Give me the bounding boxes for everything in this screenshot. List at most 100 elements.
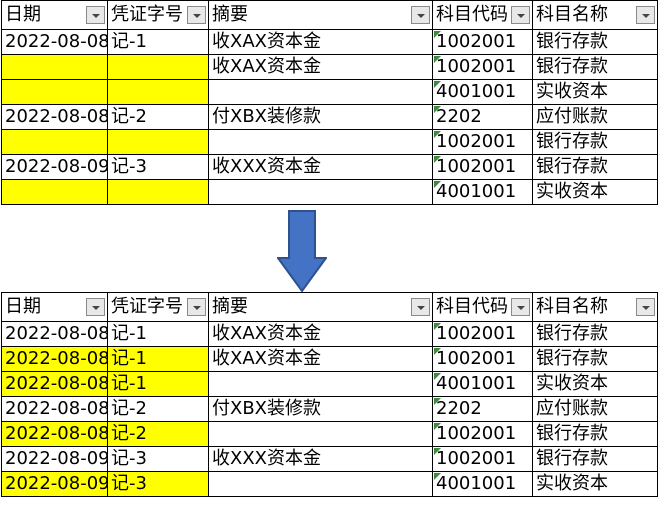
summary-cell[interactable]: 收XAX资本金 [208,346,433,372]
chevron-down-icon[interactable] [411,6,430,24]
account-code-cell[interactable]: 1002001 [432,54,533,80]
column-header-code: 科目代码 [432,0,533,30]
summary-cell[interactable]: 收XAX资本金 [208,29,433,55]
date-cell[interactable]: 2022-08-08 [1,104,108,130]
date-cell[interactable]: 2022-08-08 [1,346,108,372]
voucher-cell[interactable]: 记-2 [107,396,209,422]
chevron-down-icon[interactable] [411,298,430,316]
summary-cell[interactable] [208,471,433,497]
voucher-cell[interactable]: 记-2 [107,104,209,130]
date-cell[interactable]: 2022-08-08 [1,421,108,447]
column-header-date: 日期 [1,292,108,322]
column-header-voucher: 凭证字号 [107,0,209,30]
account-name-cell[interactable]: 银行存款 [532,29,658,55]
date-cell[interactable]: 2022-08-08 [1,396,108,422]
account-code-cell[interactable]: 1002001 [432,29,533,55]
green-triangle-icon [434,323,441,330]
voucher-cell[interactable]: 记-1 [107,371,209,397]
voucher-cell[interactable]: 记-1 [107,346,209,372]
date-cell[interactable]: 2022-08-08 [1,371,108,397]
voucher-cell[interactable]: 记-1 [107,321,209,347]
voucher-cell[interactable]: 记-3 [107,446,209,472]
summary-cell[interactable] [208,129,433,155]
summary-cell[interactable]: 收XXX资本金 [208,154,433,180]
chevron-down-icon[interactable] [86,6,105,24]
voucher-cell[interactable]: 记-3 [107,471,209,497]
column-header-name: 科目名称 [532,0,658,30]
date-cell[interactable]: 2022-08-09 [1,446,108,472]
green-triangle-icon [434,106,441,113]
chevron-down-icon[interactable] [187,298,206,316]
account-name-cell[interactable]: 银行存款 [532,129,658,155]
summary-cell[interactable]: 收XXX资本金 [208,446,433,472]
account-name-cell[interactable]: 实收资本 [532,179,658,205]
account-code-cell[interactable]: 4001001 [432,471,533,497]
account-code-cell[interactable]: 1002001 [432,154,533,180]
voucher-cell[interactable] [107,129,209,155]
account-name-cell[interactable]: 实收资本 [532,79,658,105]
column-header-summary: 摘要 [208,292,433,322]
account-code-cell[interactable]: 4001001 [432,179,533,205]
account-name-cell[interactable]: 银行存款 [532,54,658,80]
column-header-voucher: 凭证字号 [107,292,209,322]
account-code-cell[interactable]: 4001001 [432,79,533,105]
green-triangle-icon [434,181,441,188]
date-cell[interactable]: 2022-08-09 [1,154,108,180]
voucher-cell[interactable]: 记-1 [107,29,209,55]
chevron-down-icon[interactable] [86,298,105,316]
voucher-cell[interactable]: 记-3 [107,154,209,180]
account-name-cell[interactable]: 银行存款 [532,321,658,347]
green-triangle-icon [434,156,441,163]
account-code-cell[interactable]: 1002001 [432,421,533,447]
summary-cell[interactable] [208,371,433,397]
date-cell[interactable] [1,54,108,80]
chevron-down-icon[interactable] [187,6,206,24]
green-triangle-icon [434,373,441,380]
summary-cell[interactable] [208,179,433,205]
account-name-cell[interactable]: 应付账款 [532,396,658,422]
voucher-cell[interactable] [107,179,209,205]
summary-cell[interactable] [208,79,433,105]
summary-cell[interactable]: 付XBX装修款 [208,396,433,422]
summary-cell[interactable]: 付XBX装修款 [208,104,433,130]
account-code-cell[interactable]: 2202 [432,396,533,422]
account-name-cell[interactable]: 实收资本 [532,471,658,497]
date-cell[interactable] [1,129,108,155]
date-cell[interactable]: 2022-08-08 [1,321,108,347]
chevron-down-icon[interactable] [511,6,530,24]
account-name-cell[interactable]: 银行存款 [532,421,658,447]
account-code-cell[interactable]: 1002001 [432,321,533,347]
chevron-down-icon[interactable] [636,6,655,24]
account-code-cell[interactable]: 2202 [432,104,533,130]
voucher-cell[interactable]: 记-2 [107,421,209,447]
date-cell[interactable] [1,179,108,205]
date-cell[interactable]: 2022-08-08 [1,29,108,55]
chevron-down-icon[interactable] [636,298,655,316]
date-cell[interactable] [1,79,108,105]
summary-cell[interactable] [208,421,433,447]
green-triangle-icon [434,398,441,405]
summary-cell[interactable]: 收XAX资本金 [208,321,433,347]
account-name-cell[interactable]: 银行存款 [532,346,658,372]
chevron-down-icon[interactable] [511,298,530,316]
date-cell[interactable]: 2022-08-09 [1,471,108,497]
account-code-cell[interactable]: 1002001 [432,346,533,372]
account-name-cell[interactable]: 银行存款 [532,446,658,472]
account-name-cell[interactable]: 银行存款 [532,154,658,180]
account-code-cell[interactable]: 1002001 [432,446,533,472]
account-code-cell[interactable]: 1002001 [432,129,533,155]
summary-cell[interactable]: 收XAX资本金 [208,54,433,80]
account-name-cell[interactable]: 应付账款 [532,104,658,130]
account-code-cell[interactable]: 4001001 [432,371,533,397]
voucher-cell[interactable] [107,79,209,105]
account-name-cell[interactable]: 实收资本 [532,371,658,397]
voucher-cell[interactable] [107,54,209,80]
